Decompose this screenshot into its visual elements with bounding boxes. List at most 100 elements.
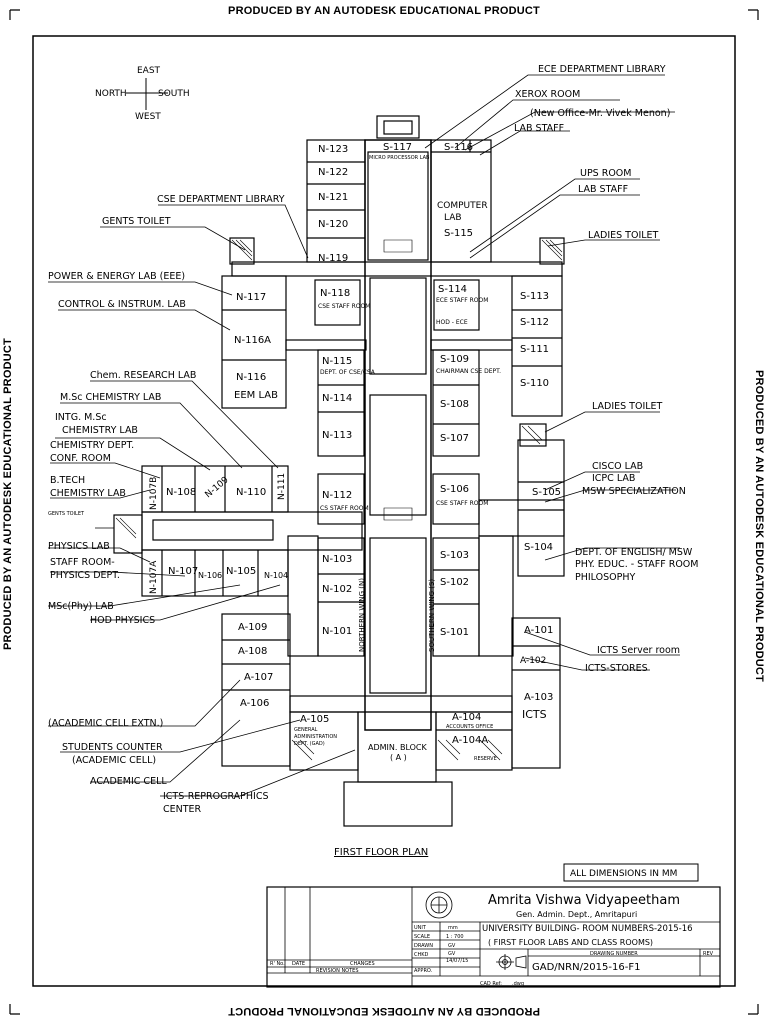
label-intg-msc-1: INTG. M.Sc <box>55 412 107 423</box>
label-msw-specialization: MSW SPECIALIZATION <box>582 486 686 497</box>
room-s109: S-109 <box>440 354 469 365</box>
label-icts-repro-1: ICTS-REPROGRAPHICS <box>163 791 269 802</box>
room-s114-sub: ECE STAFF ROOM <box>436 297 488 304</box>
room-n103: N-103 <box>322 554 352 565</box>
room-n113: N-113 <box>322 430 352 441</box>
room-s115: S-115 <box>444 228 473 239</box>
label-ladies-toilet-1: LADIES TOILET <box>588 230 659 241</box>
room-s104: S-104 <box>524 542 553 553</box>
room-icts: ICTS <box>522 708 547 721</box>
room-n105: N-105 <box>226 566 256 577</box>
room-s116: S-116 <box>444 142 473 153</box>
room-eem-lab: EEM LAB <box>234 390 278 401</box>
room-hod-ece: HOD - ECE <box>436 319 468 326</box>
tb-drawing-title-2: ( FIRST FLOOR LABS AND CLASS ROOMS) <box>488 938 653 947</box>
tb-changes-label: CHANGES <box>350 961 375 967</box>
room-n104: N-104 <box>264 571 288 580</box>
room-admin-block-1: ADMIN. BLOCK <box>368 743 428 752</box>
tb-scale-label: SCALE <box>414 934 430 940</box>
label-chem-dept-1: CHEMISTRY DEPT. <box>50 440 134 451</box>
room-admin-block-2: ( A ) <box>390 753 407 762</box>
label-chem-dept-2: CONF. ROOM <box>50 453 111 464</box>
room-n111: N-111 <box>277 473 287 500</box>
room-n115-sub: DEPT. OF CSE/CSA <box>320 369 376 376</box>
watermark-top: PRODUCED BY AN AUTODESK EDUCATIONAL PROD… <box>228 5 540 17</box>
tb-rev-label: REV <box>703 951 714 957</box>
room-a105-sub3: DEPT. (GAD) <box>294 741 325 747</box>
label-dept-english-3: PHILOSOPHY <box>575 572 635 583</box>
compass-east: EAST <box>137 66 161 76</box>
room-s102: S-102 <box>440 577 469 588</box>
room-n101: N-101 <box>322 626 352 637</box>
room-s117-sub: MICRO PROCESSOR LAB <box>369 155 430 161</box>
label-northern-wing: NORTHERN WING (N) <box>358 578 366 652</box>
compass-north: NORTH <box>95 89 127 99</box>
room-computer-lab-2: LAB <box>444 213 462 223</box>
room-a106: A-106 <box>240 698 269 709</box>
room-a107: A-107 <box>244 672 273 683</box>
room-n117: N-117 <box>236 292 266 303</box>
plan-title: FIRST FLOOR PLAN <box>334 847 428 858</box>
tb-dept: Gen. Admin. Dept., Amritapuri <box>516 910 637 919</box>
label-lab-staff-1: LAB STAFF <box>514 123 564 134</box>
tb-date-value: 14/07/15 <box>446 958 468 964</box>
label-control-instrum-lab: CONTROL & INSTRUM. LAB <box>58 299 186 310</box>
title-block-text: Amrita Vishwa Vidyapeetham Gen. Admin. D… <box>270 893 714 987</box>
room-n106: N-106 <box>198 571 222 580</box>
tb-date-label: DATE <box>292 961 305 967</box>
room-a105: A-105 <box>300 714 329 725</box>
room-a102: A-102 <box>520 656 546 666</box>
room-n107b: N-107B <box>149 477 159 510</box>
tb-drawn-label: DRAWN <box>414 943 433 949</box>
label-cse-library: CSE DEPARTMENT LIBRARY <box>157 194 285 205</box>
tb-drawing-number: GAD/NRN/2015-16-F1 <box>532 962 640 973</box>
label-icts-stores: ICTS-STORES <box>585 663 648 674</box>
drawing-border <box>32 35 736 987</box>
label-icts-server-room: ICTS Server room <box>597 645 680 656</box>
tb-cad-ref-label: CAD Ref: <box>480 981 502 987</box>
label-cisco-lab: CISCO LAB <box>592 461 643 472</box>
label-lab-staff-2: LAB STAFF <box>578 184 628 195</box>
room-a104a: A-104A <box>452 735 488 746</box>
room-a104: A-104 <box>452 712 481 723</box>
room-n108: N-108 <box>166 487 196 498</box>
room-s103: S-103 <box>440 550 469 561</box>
hatching <box>115 239 563 761</box>
room-a105-sub1: GENERAL <box>294 727 318 733</box>
room-s105: S-105 <box>532 487 561 498</box>
tb-cad-ref-value: .dwg <box>512 981 524 987</box>
room-labels: N-123 N-122 N-121 N-120 N-119 N-118 CSE … <box>149 142 561 762</box>
label-intg-msc-2: CHEMISTRY LAB <box>62 425 138 436</box>
room-s101: S-101 <box>440 627 469 638</box>
room-s107: S-107 <box>440 433 469 444</box>
label-dept-english-1: DEPT. OF ENGLISH/ MSW <box>575 547 693 558</box>
room-s112: S-112 <box>520 317 549 328</box>
tb-chkd-value: GV <box>448 951 456 957</box>
label-dept-english-2: PHY. EDUC. - STAFF ROOM <box>575 559 698 570</box>
tb-appro-label: APPRO. <box>414 968 433 974</box>
tb-drawing-title-1: UNIVERSITY BUILDING- ROOM NUMBERS-2015-1… <box>482 924 693 934</box>
room-n107: N-107 <box>168 566 198 577</box>
tb-revision-notes: REVISION NOTES <box>316 968 359 974</box>
room-n116: N-116 <box>236 372 266 383</box>
room-n112: N-112 <box>322 490 352 501</box>
leader-lines <box>48 74 680 797</box>
tb-chkd-label: CHKD <box>414 952 429 958</box>
room-n121: N-121 <box>318 192 348 203</box>
tb-scale-value: 1 : 700 <box>446 934 464 940</box>
label-xerox-room: XEROX ROOM <box>515 89 580 100</box>
room-n109: N-109 <box>204 475 231 500</box>
label-chem-research-lab: Chem. RESEARCH LAB <box>90 370 196 381</box>
compass: EAST NORTH SOUTH WEST <box>95 66 190 122</box>
room-n122: N-122 <box>318 167 348 178</box>
title-block <box>266 886 721 988</box>
room-s113: S-113 <box>520 291 549 302</box>
room-reserve: RESERVE <box>474 756 497 762</box>
room-n102: N-102 <box>322 584 352 595</box>
room-s106-sub: CSE STAFF ROOM <box>436 500 488 507</box>
tb-institution: Amrita Vishwa Vidyapeetham <box>488 893 680 908</box>
label-gents-toilet: GENTS TOILET <box>102 216 171 227</box>
building-outline <box>113 115 565 827</box>
dimensions-note: ALL DIMENSIONS IN MM <box>570 869 677 879</box>
room-computer-lab-1: COMPUTER <box>437 201 488 211</box>
